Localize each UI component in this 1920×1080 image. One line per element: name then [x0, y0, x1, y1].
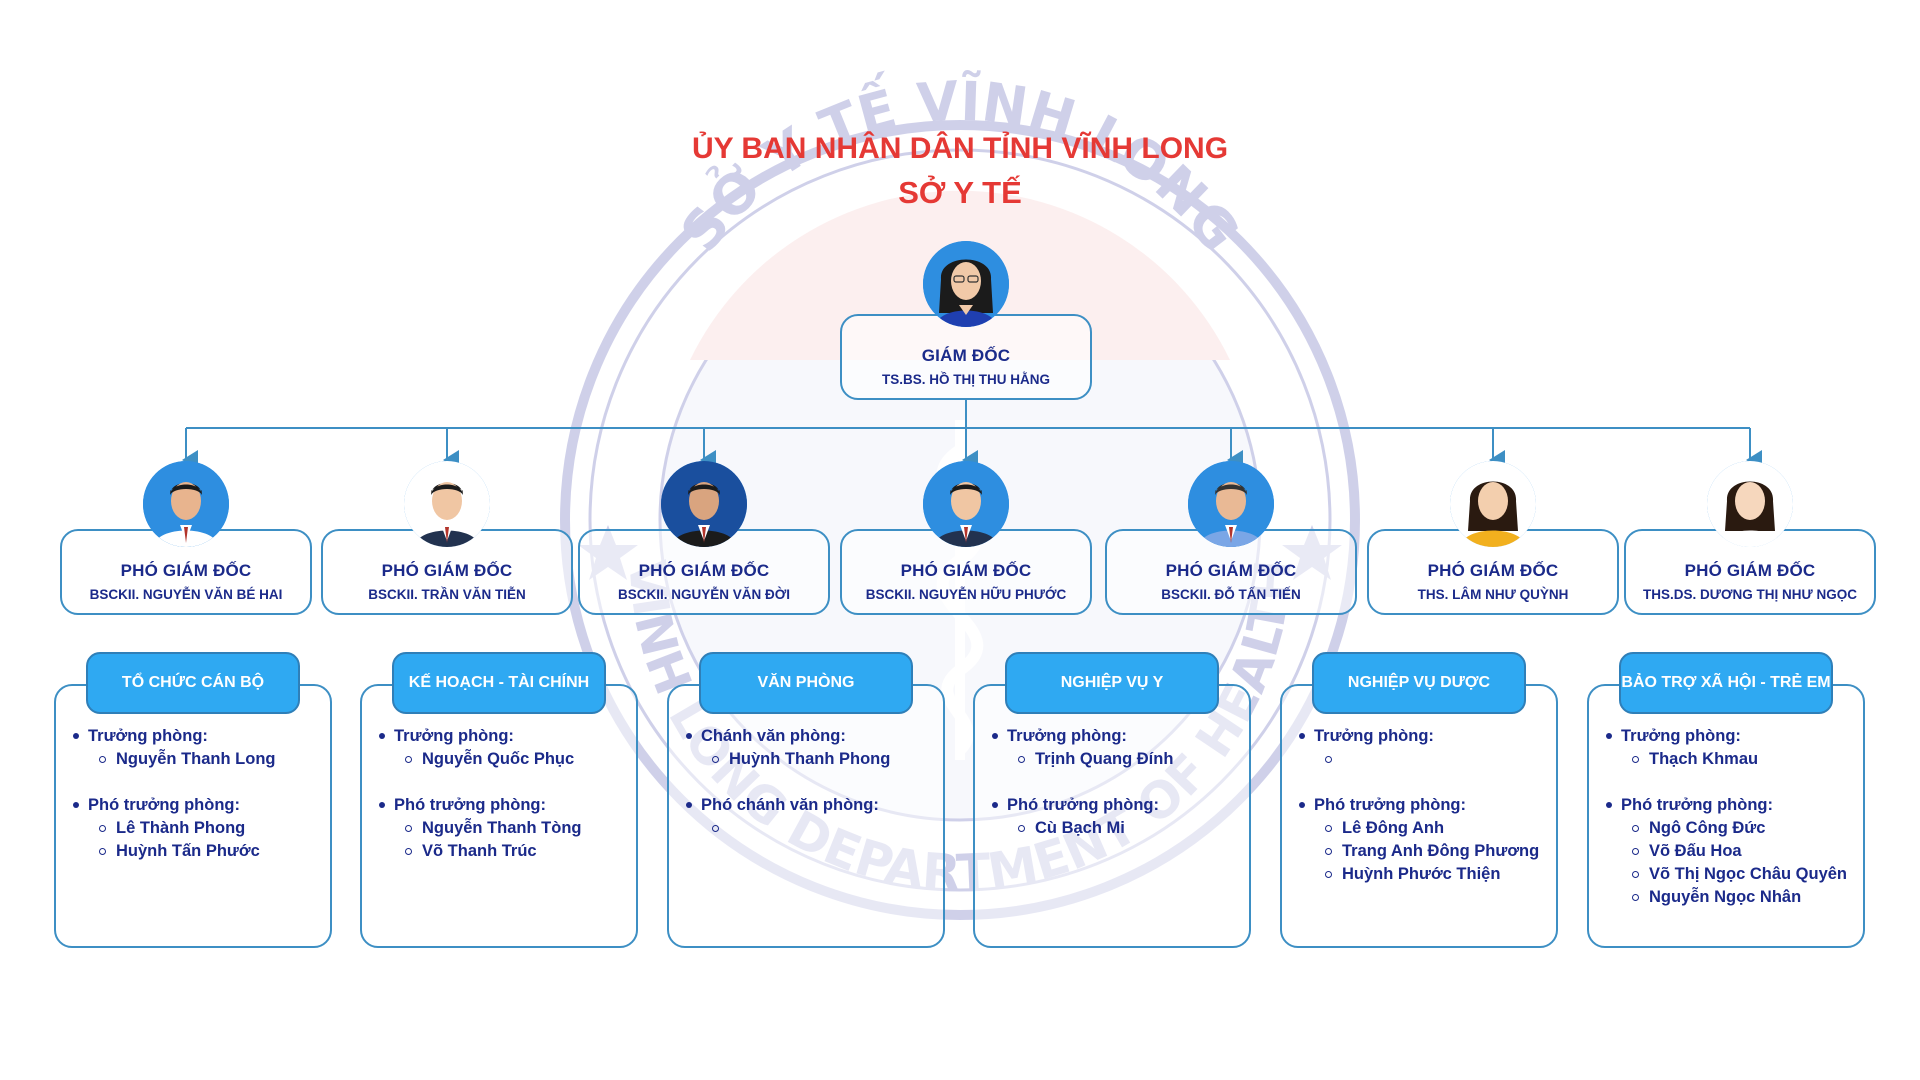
deputy-avatar: [143, 461, 229, 547]
director-avatar: [923, 241, 1009, 327]
staff-group: Trưởng phòng:Nguyễn Quốc Phục: [377, 724, 633, 771]
department-name: TỔ CHỨC CÁN BỘ: [86, 652, 300, 714]
deputy-name: THS.DS. DƯƠNG THỊ NHƯ NGỌC: [1643, 587, 1857, 602]
deputy-role: PHÓ GIÁM ĐỐC: [381, 561, 513, 580]
staff-member: Nguyễn Ngọc Nhân: [1604, 886, 1860, 909]
deputy-name: THS. LÂM NHƯ QUỲNH: [1417, 587, 1569, 602]
department-name: VĂN PHÒNG: [699, 652, 913, 714]
deputy-avatar: [923, 461, 1009, 547]
deputy-role: PHÓ GIÁM ĐỐC: [120, 561, 252, 580]
deputy-avatar: [404, 461, 490, 547]
staff-member: Ngô Công Đức: [1604, 817, 1860, 840]
department-box: [1587, 684, 1865, 948]
department-box: [973, 684, 1251, 948]
department-box: [1280, 684, 1558, 948]
staff-group-label: Phó trưởng phòng:: [1297, 793, 1553, 817]
deputy-role: PHÓ GIÁM ĐỐC: [1165, 561, 1297, 580]
staff-group-label: Trưởng phòng:: [990, 724, 1246, 748]
staff-member: Thạch Khmau: [1604, 748, 1860, 771]
staff-member: [684, 817, 940, 840]
department-name: KẾ HOẠCH - TÀI CHÍNH: [392, 652, 606, 714]
staff-group-label: Phó trưởng phòng:: [71, 793, 327, 817]
staff-group-label: Trưởng phòng:: [71, 724, 327, 748]
staff-member: Võ Thị Ngọc Châu Quyên: [1604, 863, 1860, 886]
staff-member: Trang Anh Đông Phương: [1297, 840, 1553, 863]
deputy-avatar: [661, 461, 747, 547]
staff-member: Lê Đông Anh: [1297, 817, 1553, 840]
deputy-avatar: [1707, 461, 1793, 547]
staff-group: Phó trưởng phòng:Cù Bạch Mi: [990, 793, 1246, 840]
deputy-role: PHÓ GIÁM ĐỐC: [638, 561, 770, 580]
department-name: NGHIỆP VỤ DƯỢC: [1312, 652, 1526, 714]
director-role: GIÁM ĐỐC: [921, 346, 1011, 365]
director-box: GIÁM ĐỐC TS.BS. HỒ THỊ THU HẰNG: [840, 314, 1092, 400]
staff-group-label: Phó trưởng phòng:: [990, 793, 1246, 817]
staff-member: Nguyễn Quốc Phục: [377, 748, 633, 771]
staff-member: [1297, 748, 1553, 771]
deputy-box: PHÓ GIÁM ĐỐC BSCKII. TRẦN VĂN TIỄN: [321, 529, 573, 615]
staff-group: Trưởng phòng:Thạch Khmau: [1604, 724, 1860, 771]
staff-group: Trưởng phòng:: [1297, 724, 1553, 771]
staff-group: Phó chánh văn phòng:: [684, 793, 940, 840]
staff-group-label: Trưởng phòng:: [1604, 724, 1860, 748]
staff-member: Huỳnh Tấn Phước: [71, 840, 327, 863]
deputy-name: BSCKII. NGUYỄN VĂN BÉ HAI: [89, 587, 283, 602]
staff-member: Huỳnh Thanh Phong: [684, 748, 940, 771]
deputy-avatar: [1188, 461, 1274, 547]
staff-member: Võ Đấu Hoa: [1604, 840, 1860, 863]
staff-group-label: Phó trưởng phòng:: [377, 793, 633, 817]
deputy-name: BSCKII. TRẦN VĂN TIỄN: [368, 587, 526, 602]
department-name: BẢO TRỢ XÃ HỘI - TRẺ EM: [1619, 652, 1833, 714]
department-title: SỞ Y TẾ: [898, 175, 1022, 210]
staff-member: Lê Thành Phong: [71, 817, 327, 840]
department-box: [360, 684, 638, 948]
staff-member: Nguyễn Thanh Long: [71, 748, 327, 771]
staff-member: Võ Thanh Trúc: [377, 840, 633, 863]
department-staff-list: Trưởng phòng: Phó trưởng phòng:Lê Đông An…: [1297, 724, 1553, 908]
deputy-name: BSCKII. NGUYỄN VĂN ĐỜI: [617, 587, 791, 602]
agency-title: ỦY BAN NHÂN DÂN TỈNH VĨNH LONG: [691, 132, 1229, 165]
staff-group-label: Trưởng phòng:: [377, 724, 633, 748]
director-name: TS.BS. HỒ THỊ THU HẰNG: [882, 372, 1050, 387]
deputy-avatar: [1450, 461, 1536, 547]
staff-group: Trưởng phòng:Nguyễn Thanh Long: [71, 724, 327, 771]
staff-member: Trịnh Quang Đính: [990, 748, 1246, 771]
svg-text:SỞ Y TẾ VĨNH LONG: SỞ Y TẾ VĨNH LONG: [669, 69, 1252, 263]
staff-group: Trưởng phòng:Trịnh Quang Đính: [990, 724, 1246, 771]
staff-member: Nguyễn Thanh Tòng: [377, 817, 633, 840]
deputy-box: PHÓ GIÁM ĐỐC BSCKII. NGUYỄN HỮU PHƯỚC: [840, 529, 1092, 615]
department-name: NGHIỆP VỤ Y: [1005, 652, 1219, 714]
staff-member: Huỳnh Phước Thiện: [1297, 863, 1553, 886]
deputy-box: PHÓ GIÁM ĐỐC THS.DS. DƯƠNG THỊ NHƯ NGỌC: [1624, 529, 1876, 615]
staff-group-label: Trưởng phòng:: [1297, 724, 1553, 748]
deputy-name: BSCKII. ĐỖ TẤN TIẾN: [1161, 587, 1301, 602]
staff-group-label: Phó chánh văn phòng:: [684, 793, 940, 817]
staff-member: Cù Bạch Mi: [990, 817, 1246, 840]
deputy-name: BSCKII. NGUYỄN HỮU PHƯỚC: [865, 587, 1067, 602]
watermark-top-text: SỞ Y TẾ VĨNH LONG: [669, 69, 1252, 263]
deputy-role: PHÓ GIÁM ĐỐC: [900, 561, 1032, 580]
staff-group-label: Chánh văn phòng:: [684, 724, 940, 748]
department-box: [54, 684, 332, 948]
deputy-role: PHÓ GIÁM ĐỐC: [1684, 561, 1816, 580]
deputy-role: PHÓ GIÁM ĐỐC: [1427, 561, 1559, 580]
staff-group: Chánh văn phòng:Huỳnh Thanh Phong: [684, 724, 940, 771]
staff-group-label: Phó trưởng phòng:: [1604, 793, 1860, 817]
